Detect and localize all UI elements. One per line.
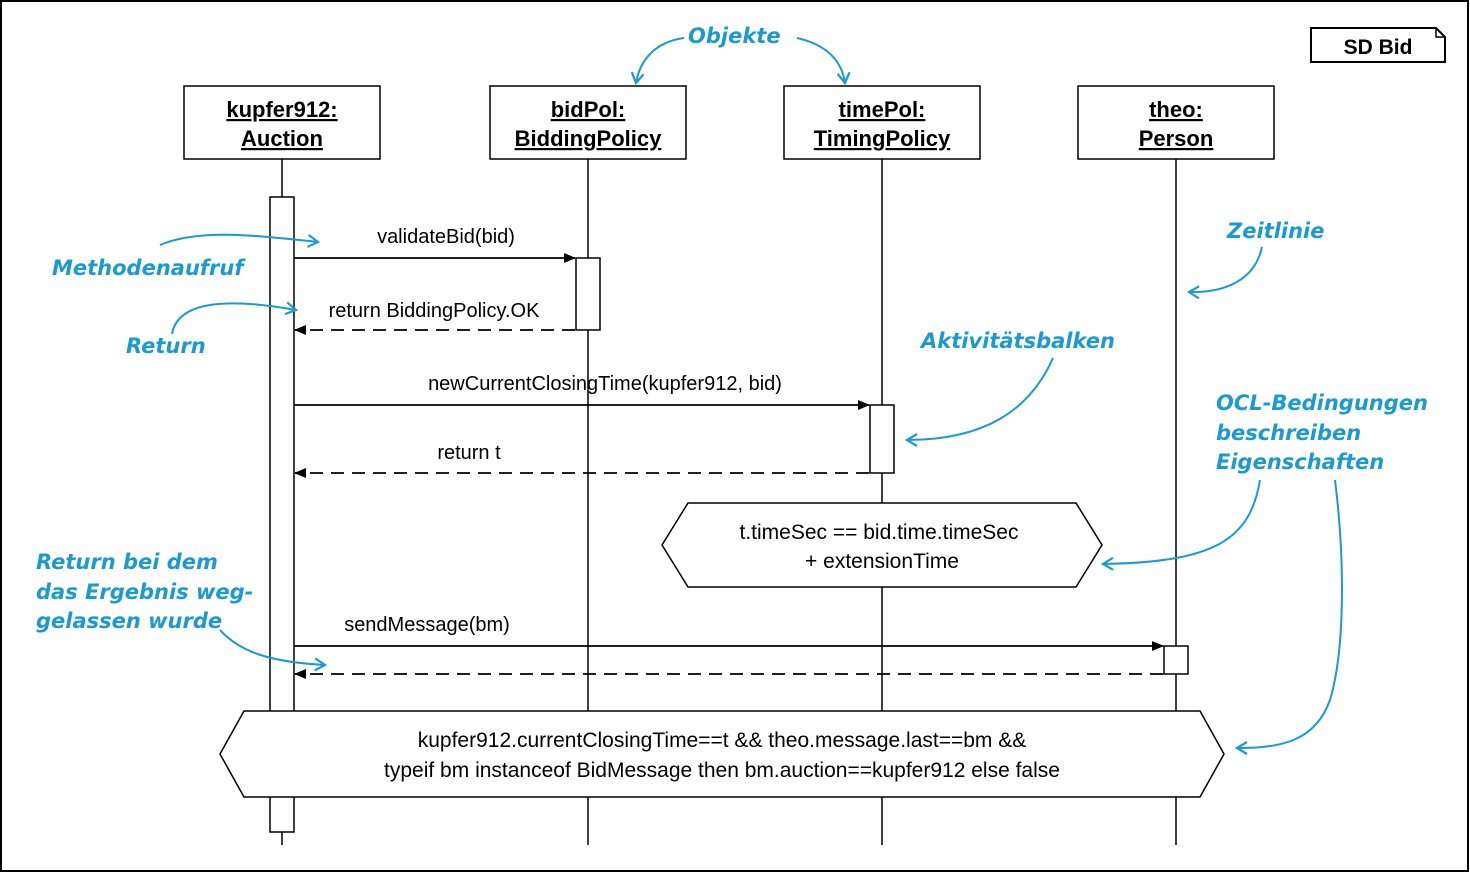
return-label-t: return t — [437, 442, 501, 464]
activation-bar-timepol — [869, 404, 895, 474]
annotation-ocl-arrow-1 — [1103, 479, 1261, 564]
activation-bar-bidpol — [575, 257, 601, 331]
ocl-condition-2: kupfer912.currentClosingTime==t && theo.… — [219, 710, 1225, 798]
ocl-condition-2-line1: kupfer912.currentClosingTime==t && theo.… — [418, 729, 1027, 752]
object-auction-name: kupfer912: — [226, 97, 337, 122]
frame-title: SD Bid — [1344, 36, 1413, 59]
annotation-objekte: Objekte — [688, 24, 781, 48]
message-label-validate: validateBid(bid) — [377, 226, 515, 248]
object-timepol-type: TimingPolicy — [814, 126, 951, 151]
object-theo-name: theo: — [1149, 97, 1203, 122]
message-label-new-closing: newCurrentClosingTime(kupfer912, bid) — [428, 373, 782, 395]
object-theo-type: Person — [1139, 126, 1214, 151]
annotation-ocl-arrow-2 — [1237, 479, 1343, 748]
message-label-send-message: sendMessage(bm) — [344, 614, 510, 636]
annotation-methodenaufruf: Methodenaufruf — [52, 256, 246, 280]
annotation-return: Return — [126, 334, 206, 358]
object-bidpol-name: bidPol: — [551, 97, 626, 122]
annotation-ocl-line1: OCL-Bedingungen — [1216, 391, 1428, 415]
annotation-ocl-line3: Eigenschaften — [1216, 450, 1384, 474]
ocl-condition-1-line1: t.timeSec == bid.time.timeSec — [740, 521, 1019, 544]
annotation-return-arrow — [171, 303, 296, 335]
annotation-return-omitted-line2: das Ergebnis weg- — [36, 580, 253, 604]
annotation-return-omitted-line1: Return bei dem — [36, 550, 218, 574]
ocl-condition-1-line2: + extensionTime — [805, 550, 959, 573]
ocl-condition-2-line2: typeif bm instanceof BidMessage then bm.… — [384, 759, 1060, 782]
object-auction-type: Auction — [241, 126, 323, 151]
annotation-ocl-line2: beschreiben — [1216, 421, 1361, 445]
frame-title-box: SD Bid — [1310, 27, 1446, 63]
return-label-ok: return BiddingPolicy.OK — [329, 300, 541, 322]
object-theo[interactable]: theo: Person — [1077, 85, 1275, 160]
ocl-condition-1: t.timeSec == bid.time.timeSec + extensio… — [661, 502, 1103, 588]
activation-bar-theo — [1163, 645, 1189, 675]
object-bidpol-type: BiddingPolicy — [515, 126, 662, 151]
annotation-return-omitted-line3: gelassen wurde — [36, 609, 222, 633]
annotation-objekte-arrow-right — [796, 37, 845, 83]
object-bidpol[interactable]: bidPol: BiddingPolicy — [489, 85, 687, 160]
annotation-aktivitaetsbalken: Aktivitätsbalken — [919, 329, 1115, 353]
object-auction[interactable]: kupfer912: Auction — [183, 85, 381, 160]
annotation-aktivitaetsbalken-arrow — [907, 357, 1054, 440]
annotation-return-omitted-arrow — [219, 629, 325, 665]
annotation-zeitlinie: Zeitlinie — [1226, 219, 1325, 243]
annotation-objekte-arrow-left — [636, 37, 685, 83]
object-timepol-name: timePol: — [839, 97, 926, 122]
annotation-methodenaufruf-arrow — [159, 233, 318, 245]
object-timepol[interactable]: timePol: TimingPolicy — [783, 85, 981, 160]
annotation-zeitlinie-arrow — [1189, 246, 1263, 292]
